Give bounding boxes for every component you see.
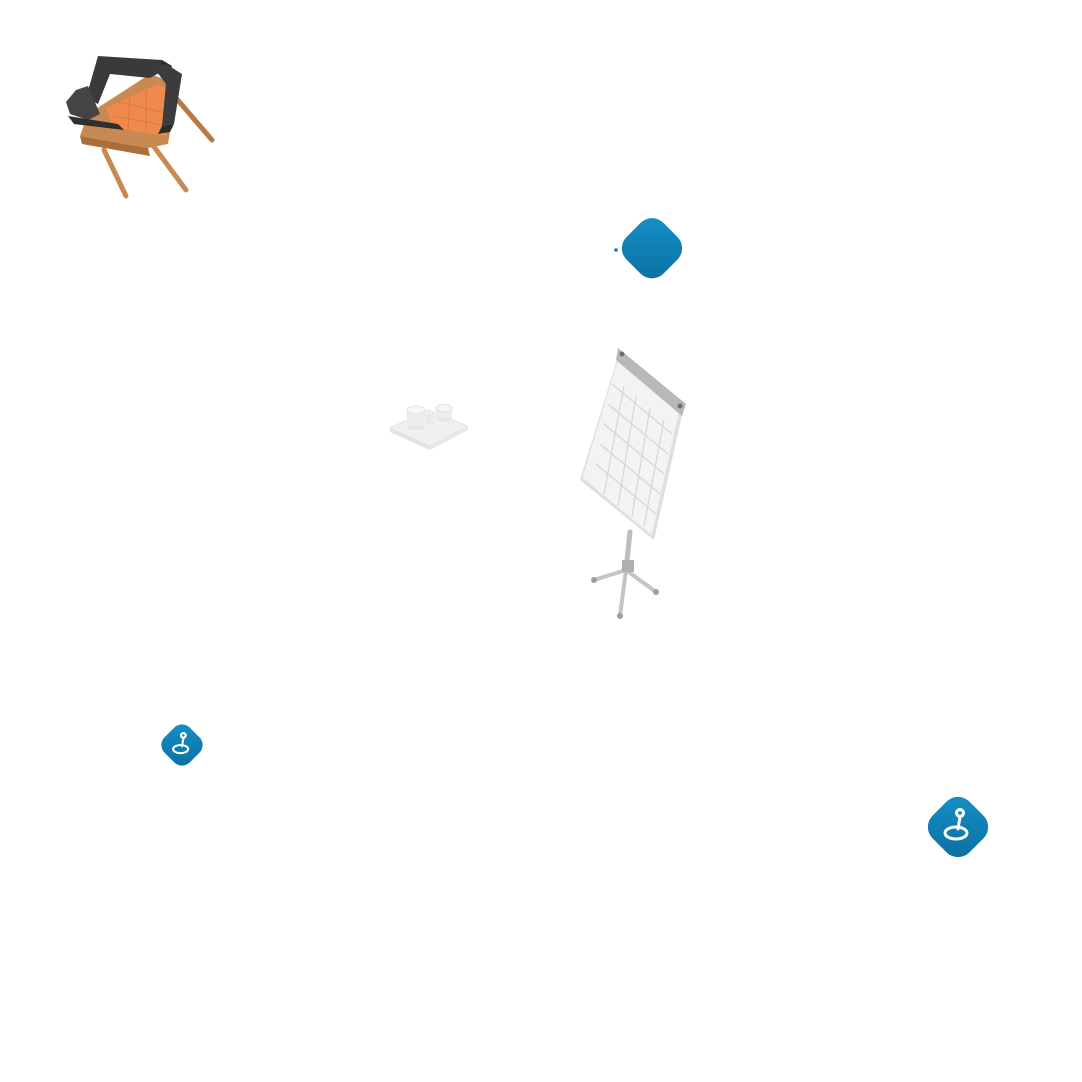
armchair-icon xyxy=(58,44,218,202)
flipchart-icon xyxy=(572,344,692,624)
map-pin-icon[interactable] xyxy=(576,218,683,302)
map-pin-icon[interactable] xyxy=(920,789,996,865)
map-pin-icon[interactable] xyxy=(156,719,208,771)
cup-tray-icon xyxy=(386,396,472,454)
